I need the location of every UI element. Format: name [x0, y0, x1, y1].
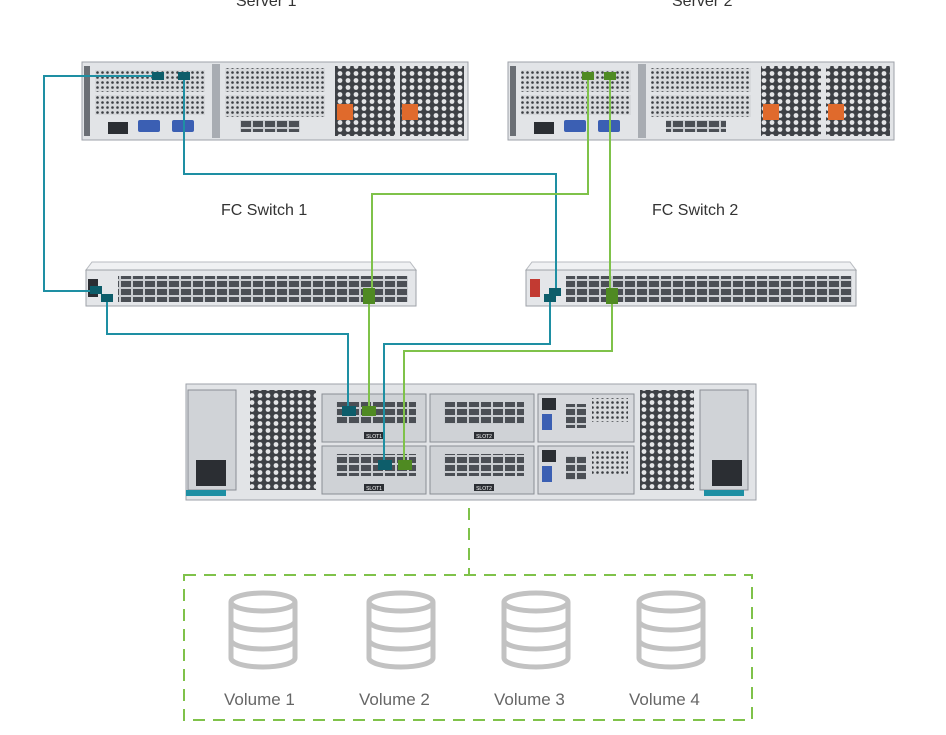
- server-1: [81, 61, 469, 141]
- teal-cables: [43, 75, 557, 464]
- volume-4-label: Volume 4: [629, 690, 700, 709]
- cable-switch2-storage-b: [403, 299, 613, 464]
- slot-label-3: SLOT1: [366, 486, 382, 492]
- slot-label-4: SLOT2: [476, 486, 492, 492]
- cable-switch2-storage: [383, 299, 551, 464]
- database-icon: [501, 590, 571, 670]
- cable-server1-switch1: [43, 75, 158, 292]
- fc-switch-2-label: FC Switch 2: [652, 202, 739, 219]
- storage-array: [185, 383, 757, 501]
- volume-3-label: Volume 3: [494, 690, 565, 709]
- cable-switch1-storage: [106, 299, 349, 410]
- fc-switch-1-label: FC Switch 1: [221, 202, 308, 219]
- volume-2-label: Volume 2: [359, 690, 430, 709]
- cable-server1-switch2: [183, 76, 557, 293]
- port-highlights-green: [362, 72, 618, 470]
- volume-group-box: [183, 574, 753, 721]
- port-highlights: [90, 72, 561, 470]
- volume-1-label: Volume 1: [224, 690, 295, 709]
- slot-label-2: SLOT2: [476, 434, 492, 440]
- server-2-label: Server 2: [672, 0, 733, 10]
- database-icon: [636, 590, 706, 670]
- cable-server2-switch1: [371, 76, 589, 291]
- database-icon: [366, 590, 436, 670]
- server-1-label: Server 1: [236, 0, 297, 10]
- fc-switch-2: [525, 261, 857, 307]
- server-2: [507, 61, 895, 141]
- green-cables: [368, 76, 613, 464]
- slot-label-1: SLOT1: [366, 434, 382, 440]
- database-icon: [228, 590, 298, 670]
